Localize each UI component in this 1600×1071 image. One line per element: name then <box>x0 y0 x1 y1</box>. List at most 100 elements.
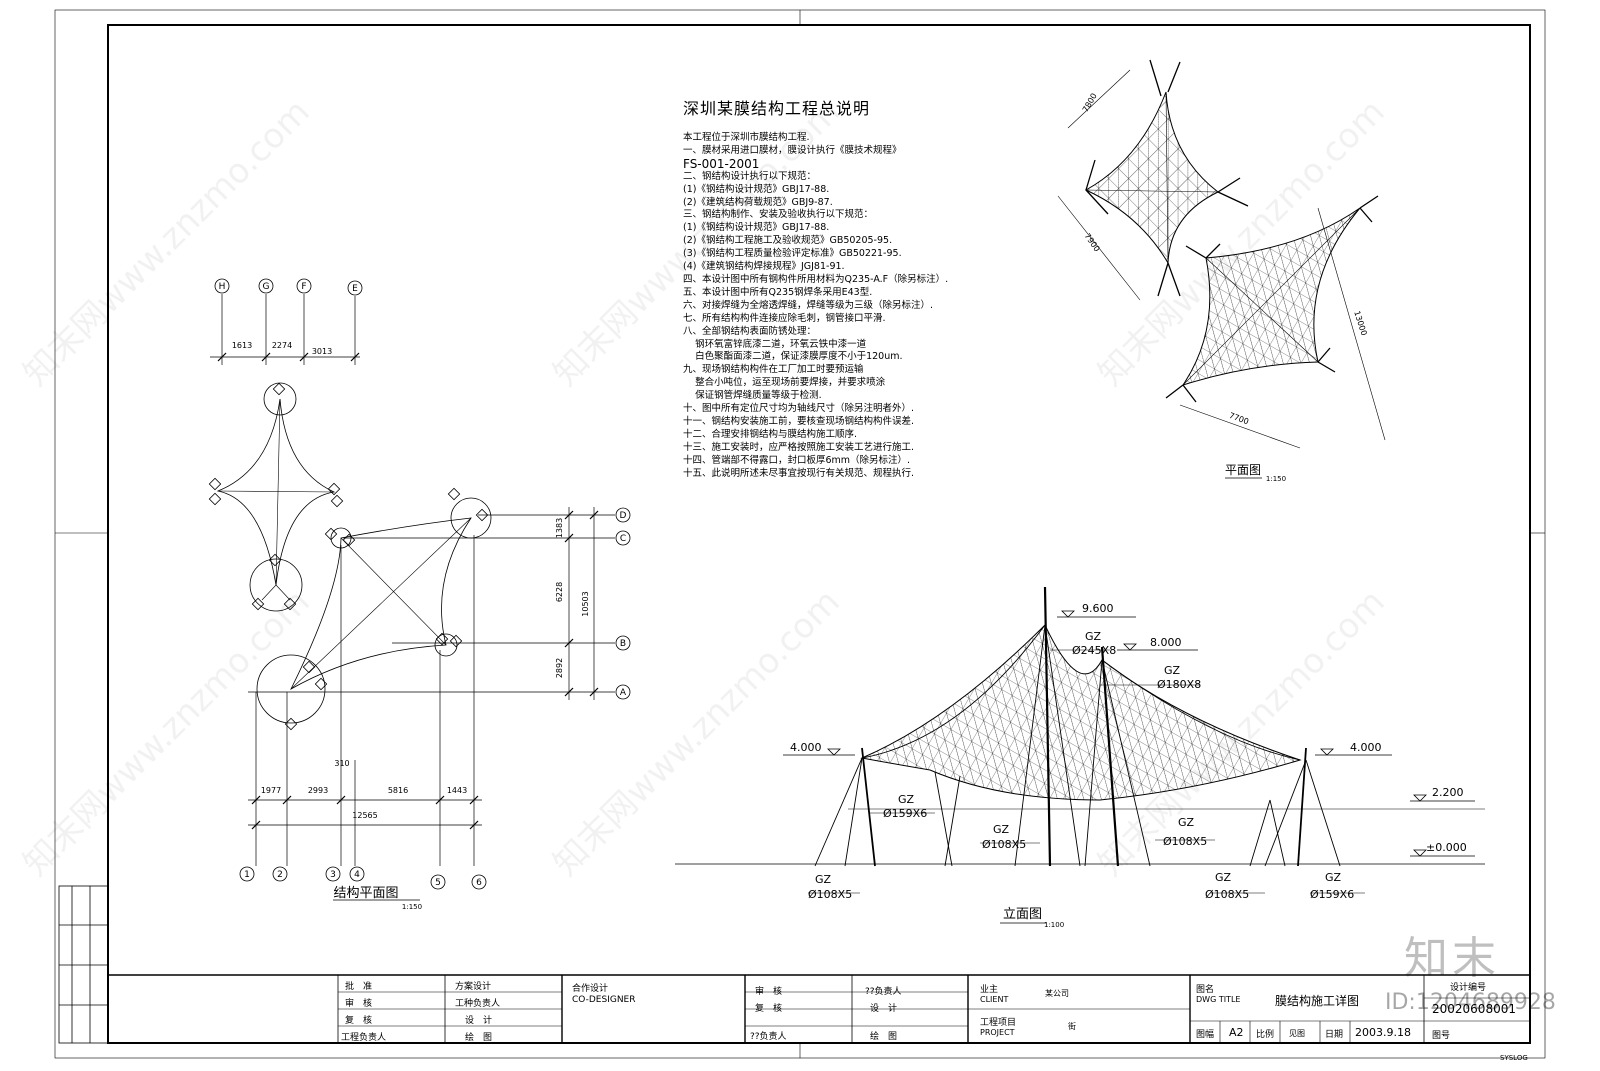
grid-bottom-5: 5 <box>435 878 441 888</box>
tb-dwg-cn: 图名 <box>1196 985 1215 995</box>
grid-bottom-2: 2 <box>277 870 283 880</box>
struct-plan-labels: H G F E 1613 2274 3013 D C B A 1383 6228… <box>219 282 627 911</box>
member-code-5: GZ <box>1178 816 1195 829</box>
grid-right-c: C <box>620 534 626 544</box>
tb-sheet-size-label: 图幅 <box>1196 1030 1215 1040</box>
tb-sheet-size: A2 <box>1229 1026 1244 1039</box>
grid-right-a: A <box>620 688 627 698</box>
tb-project-cn: 工程项目 <box>980 1018 1017 1028</box>
grid-right-d: D <box>620 511 627 521</box>
tb-client-en: CLIENT <box>980 995 1009 1004</box>
footer-syslog: SYSLOG <box>1500 1054 1528 1062</box>
plan-dim-4: 7700 <box>1228 411 1250 426</box>
notes-line: 六、对接焊缝为全熔透焊缝，焊缝等级为三级（除另标注）. <box>683 299 934 311</box>
notes-line: 八、全部钢结构表面防锈处理： <box>683 325 817 337</box>
notes-line: 本工程位于深圳市膜结构工程. <box>683 132 810 143</box>
dim-top-3: 3013 <box>312 347 332 356</box>
notes-line: 整合小吨位，运至现场前要焊接，并要求喷涂 <box>683 377 886 389</box>
tb-codesign-en: CO-DESIGNER <box>572 995 636 1005</box>
plan-view <box>1057 59 1386 449</box>
grid-bottom-6: 6 <box>476 878 482 888</box>
dim-right-total: 10503 <box>581 591 590 616</box>
brand-logo: 知末 <box>1404 933 1500 984</box>
tb-recheck: 复 核 <box>345 1016 373 1026</box>
tb-eng-lead: 工程负责人 <box>341 1033 387 1043</box>
struct-plan <box>208 278 631 901</box>
tb-drawing: 绘 图 <box>465 1033 493 1043</box>
plan-view-title: 平面图 <box>1225 463 1261 477</box>
notes-line: (1)《钢结构设计规范》GBJ17-88. <box>683 183 830 195</box>
level-220: 2.200 <box>1432 786 1464 799</box>
tb-approve: 批 准 <box>345 982 373 992</box>
tb-scale-label: 比例 <box>1256 1030 1275 1040</box>
tb-design2: 设 计 <box>870 1004 898 1014</box>
plan-dim-1: 7800 <box>1081 92 1099 114</box>
notes-line: (2)《钢结构工程施工及验收规范》GB50205-95. <box>683 235 893 247</box>
dim-right-1: 1383 <box>555 518 564 538</box>
dim-top-1: 1613 <box>232 341 252 350</box>
dim-right-2: 6228 <box>555 582 564 602</box>
tb-drawing-no-label: 图号 <box>1432 1031 1451 1041</box>
notes-line: (2)《建筑结构荷载规范》GBJ9-87. <box>683 196 833 208</box>
member-spec-2: Ø180X8 <box>1157 678 1201 691</box>
plan-dim-3: 13000 <box>1352 310 1368 337</box>
dim-bottom-total: 12565 <box>352 811 377 820</box>
notes-line: 十、图中所有定位尺寸均为轴线尺寸（除另注明者外）. <box>683 403 915 415</box>
side-strip <box>58 885 109 1044</box>
grid-top-h: H <box>219 282 226 292</box>
notes-line: 白色聚酯面漆二道，保证漆膜厚度不小于120um. <box>683 351 903 363</box>
grid-bottom-1: 1 <box>244 870 250 880</box>
notes-line: 四、本设计图中所有钢构件所用材料为Q235-A.F（除另标注）. <box>683 273 949 285</box>
notes-title: 深圳某膜结构工程总说明 <box>683 99 871 118</box>
notes-line: 十三、施工安装时，应严格按照施工安装工艺进行施工. <box>683 441 915 453</box>
tb-dwg-en: DWG TITLE <box>1196 995 1241 1004</box>
notes-line: 五、本设计图中所有Q235钢焊条采用E43型. <box>683 286 873 298</box>
level-800: 8.000 <box>1150 636 1182 649</box>
member-code-1: GZ <box>1085 630 1102 643</box>
level-400-left: 4.000 <box>790 741 822 754</box>
tb-recheck2: 复 核 <box>755 1004 783 1014</box>
elevation-title: 立面图 <box>1003 907 1042 922</box>
level-000: ±0.000 <box>1426 841 1467 854</box>
member-code-7: GZ <box>1215 871 1232 884</box>
id-tag: ID:1204689928 <box>1385 990 1556 1015</box>
tb-date-val: 2003.9.18 <box>1355 1026 1411 1039</box>
tb-drawing2: 绘 图 <box>870 1032 898 1042</box>
dim-top-2: 2274 <box>272 341 292 350</box>
notes-line: 一、膜材采用进口膜材，膜设计执行《膜技术规程》 <box>683 144 902 156</box>
dim-bottom-1: 1977 <box>261 786 281 795</box>
level-960: 9.600 <box>1082 602 1114 615</box>
elevation <box>675 586 1485 894</box>
notes-line: (4)《建筑钢结构焊接规程》JGJ81-91. <box>683 261 845 273</box>
grid-top-g: G <box>263 282 270 292</box>
member-spec-4: Ø108X5 <box>982 838 1026 851</box>
plan-view-scale: 1:150 <box>1266 475 1286 483</box>
member-code-3: GZ <box>898 793 915 806</box>
notes-line: 钢环氧富锌底漆二道，环氧云铁中漆一道 <box>683 338 867 350</box>
notes-body: 本工程位于深圳市膜结构工程.一、膜材采用进口膜材，膜设计执行《膜技术规程》FS-… <box>683 132 1103 480</box>
member-code-6: GZ <box>815 873 832 886</box>
notes-line: 十一、钢结构安装施工前，要核查现场钢结构构件误差. <box>683 415 915 427</box>
tb-project-en: PROJECT <box>980 1028 1015 1037</box>
member-spec-8: Ø159X6 <box>1310 888 1354 901</box>
member-code-8: GZ <box>1325 871 1342 884</box>
member-spec-5: Ø108X5 <box>1163 835 1207 848</box>
title-block <box>108 974 1530 1043</box>
dim-bottom-4: 1443 <box>447 786 467 795</box>
grid-top-f: F <box>301 282 306 292</box>
notes-line: FS-001-2001 <box>683 156 760 171</box>
member-spec-1: Ø245X8 <box>1072 644 1116 657</box>
elevation-labels: 9.600 8.000 4.000 4.000 2.200 ±0.000 GZ … <box>790 602 1467 929</box>
dim-right-3: 2892 <box>555 658 564 678</box>
member-spec-3: Ø159X6 <box>883 807 927 820</box>
notes-line: 十四、管端部不得露口，封口板厚6mm（除另标注）. <box>683 454 911 466</box>
tb-design-no: 20020608001 <box>1432 1002 1516 1016</box>
member-spec-7: Ø108X5 <box>1205 888 1249 901</box>
member-code-2: GZ <box>1164 664 1181 677</box>
grid-right-b: B <box>620 639 626 649</box>
elevation-scale: 1:100 <box>1044 921 1064 929</box>
tb-dwg-val: 膜结构施工详图 <box>1275 994 1360 1008</box>
dim-bottom-2: 2993 <box>308 786 328 795</box>
